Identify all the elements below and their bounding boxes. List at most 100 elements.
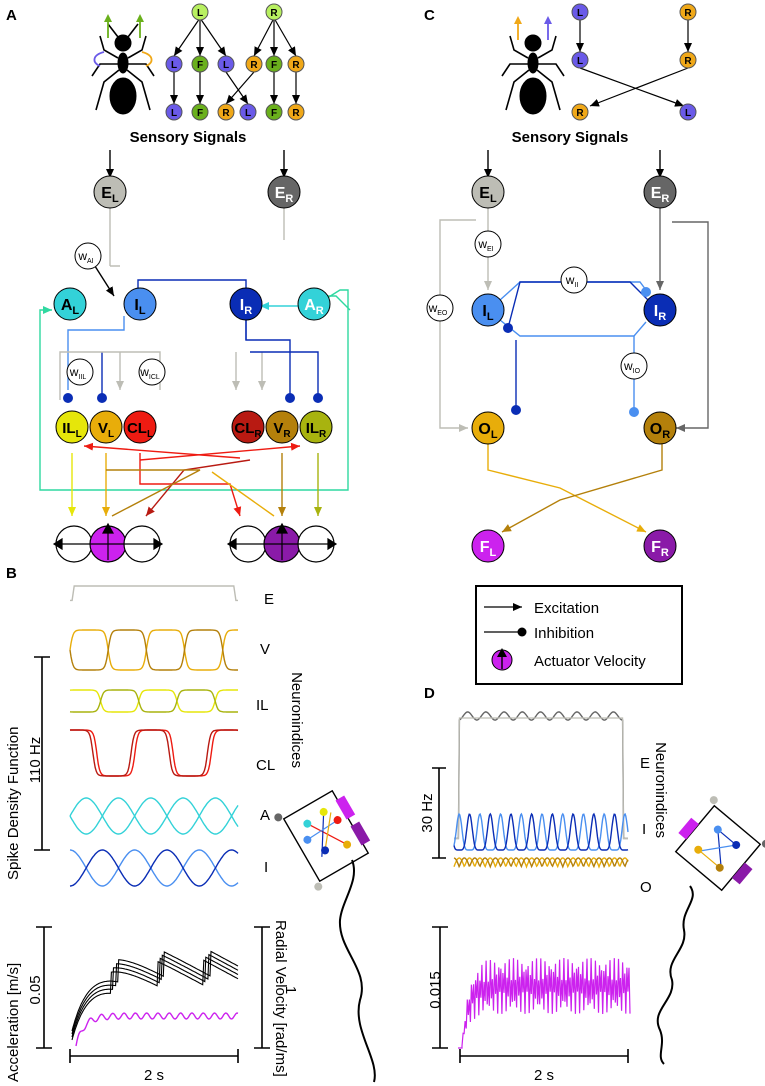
b-scale-label: 110 Hz [27,737,44,783]
trace-a-left [69,797,239,835]
acc-trace-2 [71,956,239,1038]
b-rad-label: Radial Velocity [rad/ms] [272,920,289,1077]
panel-label-b: B [6,565,17,582]
b-ylabel: Spike Density Function [5,727,22,880]
legend-excitation: Excitation [534,600,599,617]
acc-trace-0 [71,950,239,1032]
node-a-clr: CLR [234,420,262,440]
b-label-v: V [260,641,270,658]
panel-label-d: D [424,685,435,702]
trace-e [70,585,238,602]
trace-il-left [69,689,238,713]
trace-d-o-left [453,857,629,869]
trace-d-o-right [453,857,629,869]
tree-a-top-0: L [197,8,203,19]
trace-d-e-l [454,717,628,840]
trace-i-left [69,849,239,887]
node-a-al: AL [61,297,80,317]
tree-a-mid-3: R [250,60,258,71]
nodes-c: EL ER IL IR OL OR FL FR [471,175,677,563]
tree-a-bot-2: R [222,108,230,119]
tree-c-l-0: L [577,8,583,19]
node-c-ir: IR [654,303,666,323]
weights-a: wAI wIIL wICL [66,242,166,386]
inhibition-dots-a [63,393,323,403]
b-label-e: E [264,591,274,608]
network-edges-c [439,150,709,533]
ant-icon-a [91,14,155,115]
tree-c-l-1: L [577,56,583,67]
b-label-i: I [264,859,268,876]
panel-label-a: A [6,7,17,24]
tree-c-r-1: R [684,56,692,67]
node-c-il: IL [482,303,493,323]
nodes-a: EL ER AL IL IR AR ILL VL CLL CLR VR ILR [53,175,333,444]
d-trace-labels: E I O [640,755,652,896]
weight-a-wiil: wIIL [69,365,87,381]
actuators-a [52,522,338,563]
tree-a-mid-4: F [271,60,277,71]
robot-icon-b [274,789,376,1083]
trace-d-i-left [453,812,629,851]
d-label-e: E [640,755,650,772]
velocity-trace [75,1012,239,1047]
velocity-trace-d [458,957,631,1049]
acc-trace-1 [71,953,239,1035]
b-trace-labels: E V IL CL A I [256,591,275,876]
trace-v-right [69,629,238,671]
node-a-ar: AR [304,297,324,317]
node-a-vr: VR [273,420,291,440]
tree-a-bot-5: R [292,108,300,119]
legend-actuator: Actuator Velocity [534,653,646,670]
b-label-a: A [260,807,270,824]
b-time-bar [69,1049,239,1063]
sensory-tree-c: L L R R R L [571,3,697,121]
d-label-i: I [642,821,646,838]
node-c-fr: FR [651,539,669,559]
tree-a-mid-5: R [292,60,300,71]
weight-c-wei: wEI [477,237,493,253]
d-time-bar [459,1049,629,1063]
d-time-label: 2 s [534,1067,554,1084]
tree-a-top-1: R [270,8,278,19]
b-scale-bar [34,656,50,851]
d-acc-tick: 0.015 [427,971,444,1009]
weights-c: wEI wEO wII wIO [426,230,648,380]
tree-a-bot-4: F [271,108,277,119]
d-label-o: O [640,879,652,896]
b-acc-tick: 0.05 [27,975,44,1004]
b-acc-axis [36,926,52,1049]
node-a-ilr: ILR [306,420,327,440]
node-a-el: EL [101,185,119,205]
panel-label-c: C [424,7,435,24]
b-traces [69,585,239,887]
tree-c-r-2: L [685,108,691,119]
node-a-ill: ILL [62,420,81,440]
legend-inhibition: Inhibition [534,625,594,642]
trace-i-right [69,849,239,887]
trace-a-right [69,797,239,835]
trace-v-left [69,629,238,671]
b-label-cl: CL [256,757,275,774]
tree-c-l-2: R [576,108,584,119]
node-c-ol: OL [478,421,497,441]
b-acc-label: Acceleration [m/s] [5,963,22,1082]
node-c-or: OR [650,421,670,441]
d-neuron-label: Neuronindices [652,742,669,838]
d-acc-trace [458,957,631,1049]
trace-d-i-right [453,812,629,851]
acc-trace-3 [71,959,239,1041]
weight-c-wio: wIO [623,359,641,375]
weight-c-weo: wEO [428,301,448,317]
d-traces [453,711,629,869]
tree-a-mid-0: L [171,60,177,71]
b-acc-traces [71,950,239,1047]
node-c-er: ER [651,185,670,205]
tree-c-r-0: R [684,8,692,19]
node-c-el: EL [479,185,497,205]
trace-d-e [454,711,628,840]
robot-icon-d [656,796,765,1065]
trace-il-right [69,689,238,713]
network-edges-a [39,150,351,517]
